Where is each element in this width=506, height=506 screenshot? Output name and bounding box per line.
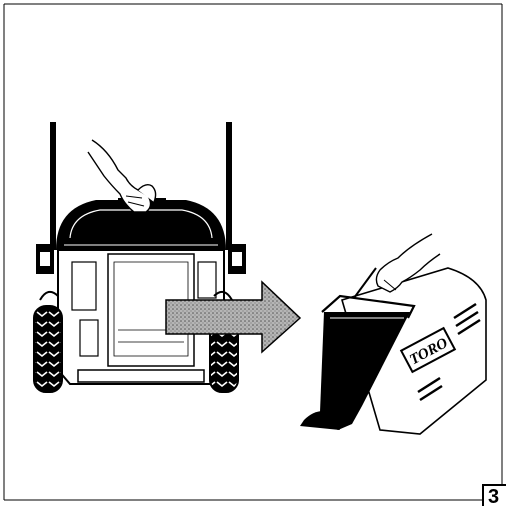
mower-handle-right (226, 122, 232, 250)
mower-handle-left (50, 122, 56, 250)
grass-bag-detached: TORO (300, 234, 486, 434)
rear-wheel-left (34, 306, 62, 392)
figure-number: 3 (482, 484, 506, 506)
lawn-mower-rear-view (34, 122, 246, 392)
